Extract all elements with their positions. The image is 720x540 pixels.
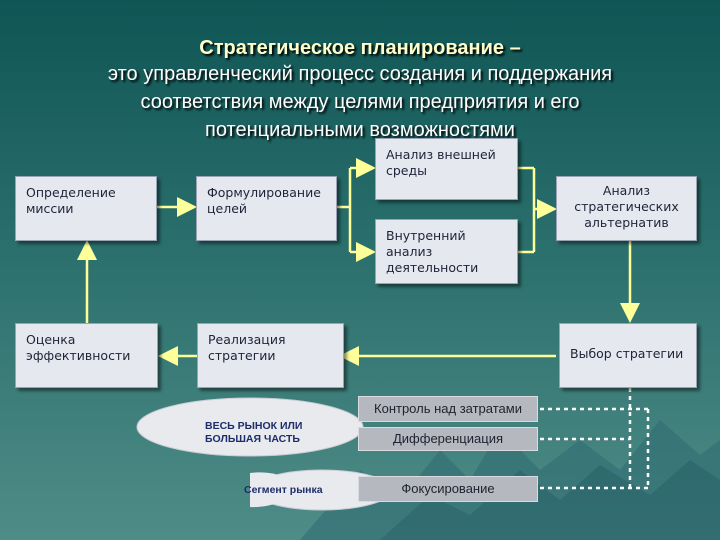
page-title: Стратегическое планирование – это управл… bbox=[0, 36, 720, 144]
box-goals: Формулирование целей bbox=[196, 176, 337, 241]
box-evaluation-label: Оценка эффективности bbox=[26, 332, 131, 363]
box-goals-label: Формулирование целей bbox=[207, 185, 321, 216]
box-mission: Определение миссии bbox=[15, 176, 157, 241]
box-implementation-label: Реализация стратегии bbox=[208, 332, 286, 363]
box-implementation: Реализация стратегии bbox=[197, 323, 344, 388]
box-alternatives-label: Анализ стратегических альтернатив bbox=[574, 183, 679, 230]
title-line-4: потенциальными возможностями bbox=[205, 119, 515, 141]
strategy-focus: Фокусирование bbox=[358, 476, 538, 502]
title-line-3: соответствия между целями предприятия и … bbox=[140, 91, 580, 113]
box-evaluation: Оценка эффективности bbox=[15, 323, 158, 388]
box-internal-label: Внутренний анализ деятельности bbox=[386, 228, 479, 275]
box-mission-label: Определение миссии bbox=[26, 185, 116, 216]
dashed-connectors bbox=[540, 388, 650, 490]
box-internal-analysis: Внутренний анализ деятельности bbox=[375, 219, 518, 284]
box-strategic-alternatives: Анализ стратегических альтернатив bbox=[556, 176, 697, 241]
box-choice-label: Выбор стратегии bbox=[570, 346, 684, 361]
segment-label: Сегмент рынка bbox=[244, 484, 323, 496]
strategy-differentiation: Дифференциация bbox=[358, 427, 538, 451]
segment-tail bbox=[250, 472, 300, 508]
box-external-analysis: Анализ внешней среды bbox=[375, 138, 518, 200]
title-line-2: это управленческий процесс создания и по… bbox=[107, 63, 613, 85]
box-strategy-choice: Выбор стратегии bbox=[559, 323, 697, 388]
whole-market-label: ВЕСЬ РЫНОК ИЛИ БОЛЬШАЯ ЧАСТЬ bbox=[205, 420, 303, 445]
strategy-focus-label: Фокусирование bbox=[401, 481, 495, 496]
strategy-cost-control: Контроль над затратами bbox=[358, 396, 538, 422]
strategy-cost-label: Контроль над затратами bbox=[374, 401, 522, 416]
box-external-label: Анализ внешней среды bbox=[386, 147, 496, 178]
strategy-differentiation-label: Дифференциация bbox=[392, 431, 503, 446]
title-line-1: Стратегическое планирование – bbox=[199, 37, 521, 59]
